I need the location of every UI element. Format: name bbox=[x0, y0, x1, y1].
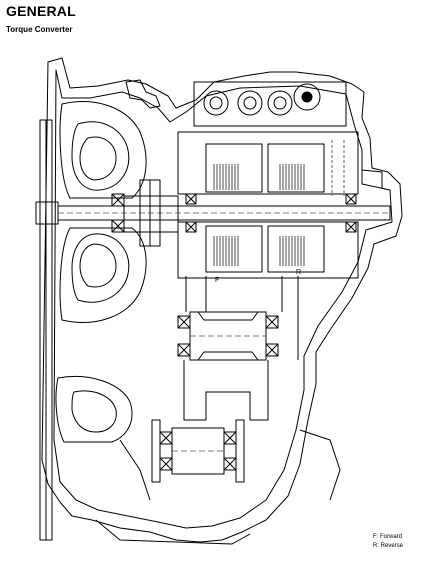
upper-chamber bbox=[177, 131, 359, 195]
valve-body-block bbox=[193, 81, 347, 127]
label-reverse-clutch: R bbox=[296, 269, 301, 276]
valve-boss-4 bbox=[293, 83, 321, 111]
valve-boss-1 bbox=[203, 90, 229, 116]
lower-chamber bbox=[177, 221, 359, 279]
clutch-pack-upper-forward bbox=[213, 164, 239, 190]
valve-boss-2-inner bbox=[243, 96, 257, 110]
output-flange-left bbox=[151, 419, 161, 483]
housing-outline bbox=[41, 57, 403, 543]
page-subtitle: Torque Converter bbox=[6, 25, 73, 34]
label-forward-clutch: F bbox=[215, 277, 219, 284]
valve-boss-3-inner bbox=[273, 96, 287, 110]
right-extension bbox=[361, 169, 383, 188]
output-shaft bbox=[171, 427, 225, 475]
converter-hub bbox=[123, 195, 179, 233]
drum-upper-1 bbox=[205, 143, 263, 193]
drum-upper-2 bbox=[267, 143, 325, 193]
housing-inner-outline bbox=[53, 69, 393, 529]
page-title: GENERAL bbox=[6, 3, 76, 19]
converter-torus-lower bbox=[71, 233, 130, 303]
converter-torus-upper bbox=[71, 121, 130, 191]
converter-outer-upper bbox=[59, 101, 147, 199]
legend-item-reverse: R: Reverse bbox=[372, 543, 403, 549]
lower-channel bbox=[183, 360, 269, 421]
valve-boss-3 bbox=[267, 90, 293, 116]
side-rib-left bbox=[119, 439, 151, 501]
bearings bbox=[111, 193, 357, 471]
shaft-end-cap bbox=[35, 201, 59, 225]
converter-torus-upper-inner bbox=[79, 136, 117, 181]
bottom-cover bbox=[95, 519, 251, 545]
output-flange-right bbox=[235, 419, 245, 483]
housing-left-flange bbox=[39, 119, 53, 541]
valve-boss-4-inner bbox=[301, 91, 313, 103]
converter-torus-lower-inner bbox=[79, 243, 117, 288]
clutch-pack-lower-forward bbox=[213, 236, 239, 266]
clutch-pack-lower-reverse bbox=[279, 236, 305, 266]
clutch-pack-upper-reverse bbox=[279, 164, 305, 190]
lower-torus bbox=[55, 375, 133, 443]
legend: F: Forward R: Reverse bbox=[373, 533, 403, 551]
valve-boss-2 bbox=[237, 90, 263, 116]
lower-torus-inner bbox=[71, 390, 117, 433]
intermediate-gear bbox=[197, 311, 259, 321]
legend-item-forward: F: Forward bbox=[372, 534, 402, 540]
drum-lower-1 bbox=[205, 225, 263, 273]
drum-lower-2 bbox=[267, 225, 325, 273]
sensor-connector bbox=[125, 79, 161, 109]
converter-outer-lower bbox=[59, 227, 147, 323]
side-rib-right bbox=[299, 429, 341, 501]
intermediate-gear-low bbox=[197, 351, 259, 361]
valve-boss-1-inner bbox=[209, 96, 223, 110]
